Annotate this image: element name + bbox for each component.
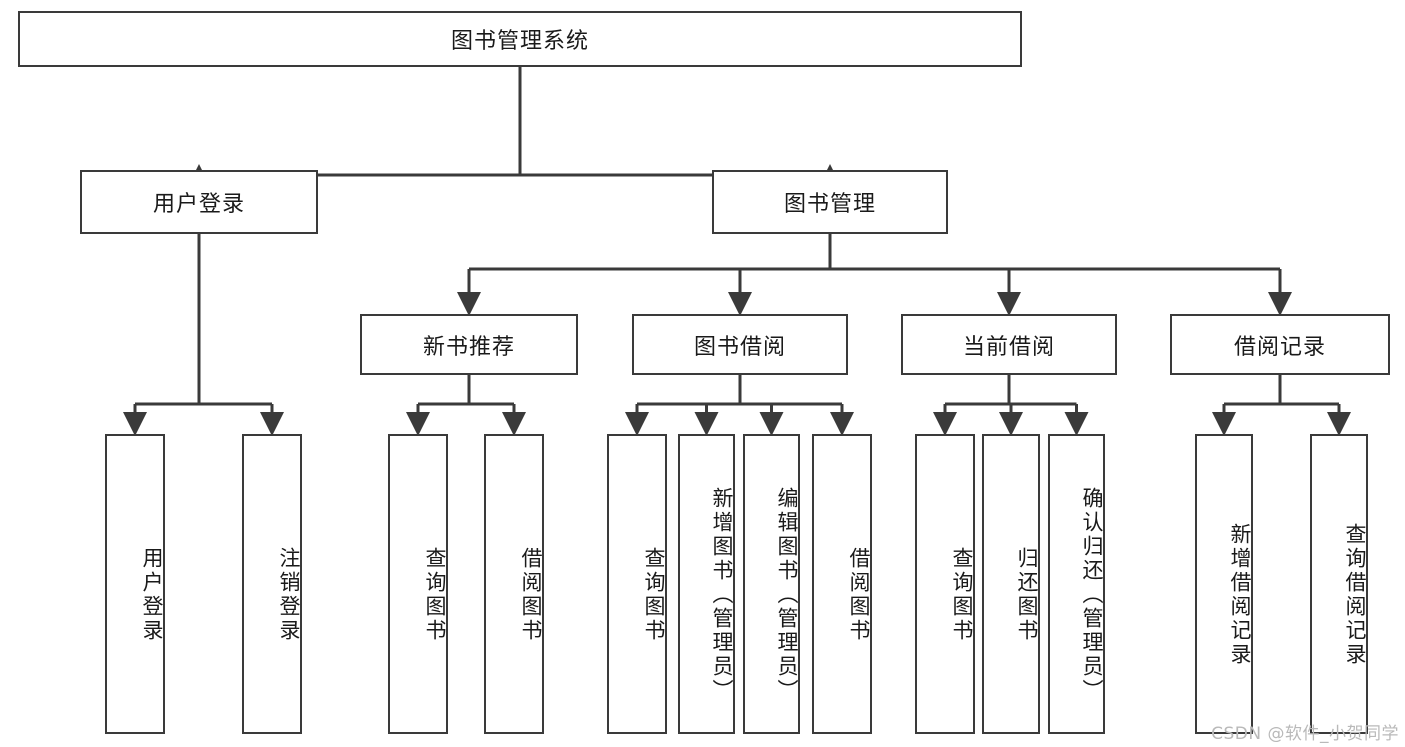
node-label: 确认归还（管理员） bbox=[1080, 487, 1104, 703]
node-l-query3[interactable]: 查询图书 bbox=[915, 434, 975, 734]
node-l-query1[interactable]: 查询图书 bbox=[388, 434, 448, 734]
node-l-login[interactable]: 用户登录 bbox=[105, 434, 165, 734]
node-label: 查询借阅记录 bbox=[1343, 523, 1367, 667]
node-l-borrow2[interactable]: 借阅图书 bbox=[812, 434, 872, 734]
node-l-addrec[interactable]: 新增借阅记录 bbox=[1195, 434, 1253, 734]
node-label: 查询图书 bbox=[950, 547, 974, 643]
node-bookmgmt[interactable]: 图书管理 bbox=[712, 170, 948, 234]
csdn-watermark: CSDN @软件_小贺同学 bbox=[1211, 724, 1399, 744]
node-label: 归还图书 bbox=[1015, 547, 1039, 643]
node-label: 新书推荐 bbox=[422, 334, 515, 360]
node-l-return[interactable]: 归还图书 bbox=[982, 434, 1040, 734]
node-l-queryrec[interactable]: 查询借阅记录 bbox=[1310, 434, 1368, 734]
node-newbook[interactable]: 新书推荐 bbox=[360, 314, 578, 375]
node-label: 当前借阅 bbox=[962, 334, 1055, 360]
node-records[interactable]: 借阅记录 bbox=[1170, 314, 1390, 375]
node-label: 借阅记录 bbox=[1233, 334, 1326, 360]
node-borrow[interactable]: 图书借阅 bbox=[632, 314, 848, 375]
node-l-edit[interactable]: 编辑图书（管理员） bbox=[743, 434, 800, 734]
node-l-confirm[interactable]: 确认归还（管理员） bbox=[1048, 434, 1105, 734]
node-login[interactable]: 用户登录 bbox=[80, 170, 318, 234]
node-label: 用户登录 bbox=[152, 192, 245, 217]
node-label: 查询图书 bbox=[423, 547, 447, 643]
node-l-borrow1[interactable]: 借阅图书 bbox=[484, 434, 544, 734]
node-label: 借阅图书 bbox=[847, 547, 871, 643]
node-label: 用户登录 bbox=[140, 547, 164, 643]
node-label: 图书借阅 bbox=[693, 334, 786, 360]
node-label: 新增图书（管理员） bbox=[710, 487, 734, 703]
node-label: 图书管理系统 bbox=[450, 29, 589, 54]
node-label: 新增借阅记录 bbox=[1228, 523, 1252, 667]
node-label: 注销登录 bbox=[277, 547, 301, 643]
node-label: 借阅图书 bbox=[519, 547, 543, 643]
node-label: 编辑图书（管理员） bbox=[775, 487, 799, 703]
node-root[interactable]: 图书管理系统 bbox=[18, 11, 1022, 67]
node-l-query2[interactable]: 查询图书 bbox=[607, 434, 667, 734]
node-current[interactable]: 当前借阅 bbox=[901, 314, 1117, 375]
node-l-logout[interactable]: 注销登录 bbox=[242, 434, 302, 734]
node-label: 图书管理 bbox=[783, 192, 876, 217]
node-label: 查询图书 bbox=[642, 547, 666, 643]
node-l-add[interactable]: 新增图书（管理员） bbox=[678, 434, 735, 734]
